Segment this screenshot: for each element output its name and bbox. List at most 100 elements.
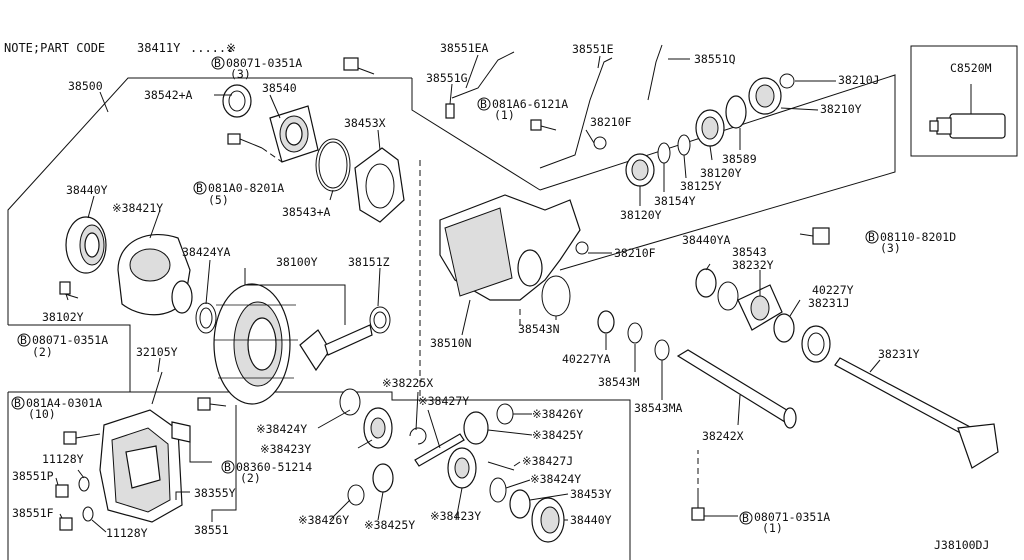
label-38540: 38540	[262, 81, 297, 95]
bolt-08071-bottom-icon	[691, 494, 705, 521]
washer-38426Y-a-icon	[496, 403, 514, 425]
svg-text:B: B	[480, 97, 487, 111]
shim-38151Z-icon	[369, 306, 391, 334]
label-qty-10: (10)	[28, 407, 56, 421]
washer-38154Y-icon	[657, 142, 671, 164]
spacer-38125Y-icon	[677, 134, 691, 156]
svg-text:B: B	[214, 56, 221, 70]
plug-38551F-icon	[59, 517, 73, 531]
label-38210J: 38210J	[838, 73, 880, 87]
label-qty-1-mid: (1)	[494, 108, 515, 122]
label-38440Y-left: 38440Y	[66, 183, 108, 197]
label-38551E: 38551E	[572, 42, 614, 56]
label-38102Y: 38102Y	[42, 310, 84, 324]
svg-text:B: B	[868, 230, 875, 244]
b-marker-081A4: B	[11, 396, 25, 410]
breather-38551EA-icon	[451, 51, 515, 99]
label-38453X: 38453X	[344, 116, 386, 130]
label-qty-2-left: (2)	[32, 345, 53, 359]
b-marker-081A6: B	[477, 97, 491, 111]
bearing-38440Y-bottom-icon	[531, 497, 565, 543]
oring-38543N-icon	[541, 275, 571, 317]
gasket-11128Y-a-icon	[78, 476, 90, 492]
bolt-08110-icon	[799, 227, 830, 245]
label-38543MA: 38543MA	[634, 401, 683, 415]
label-38551F: 38551F	[12, 506, 54, 520]
diff-case-38421Y-icon	[117, 234, 193, 316]
label-38543A: 38543+A	[282, 205, 331, 219]
retainer-38540-icon	[269, 105, 319, 163]
label-40227YA: 40227YA	[562, 352, 611, 366]
label-38440Y-bottom: 38440Y	[570, 513, 612, 527]
label-qty-1-bottom: (1)	[762, 521, 783, 535]
label-38427Y: ※38427Y	[418, 394, 469, 408]
bolt-081A0-icon	[227, 133, 283, 163]
label-38543N: 38543N	[518, 322, 560, 336]
drive-pinion-icon	[299, 324, 373, 372]
b-marker-08071-bottom: B	[739, 511, 753, 525]
label-38424Y-a: ※38424Y	[256, 422, 307, 436]
label-qty-3-top: (3)	[230, 67, 251, 81]
label-08071-0351A-top: 08071-0351A	[226, 56, 302, 70]
label-38551G: 38551G	[426, 71, 468, 85]
pin-38427J-icon	[487, 461, 515, 471]
svg-text:B: B	[742, 511, 749, 525]
svg-text:B: B	[20, 333, 27, 347]
label-38425Y-b: ※38425Y	[364, 518, 415, 532]
pinion-gear-38425Y-a-icon	[463, 411, 489, 445]
label-38510N: 38510N	[430, 336, 472, 350]
tube-38242X-icon	[676, 349, 797, 429]
label-38100Y: 38100Y	[276, 255, 318, 269]
sealant-tube-icon	[929, 84, 1006, 139]
washer-38210F-mid-icon	[575, 241, 589, 255]
washer-38424Y-a-icon	[339, 388, 361, 416]
plug-38551P-icon	[55, 484, 69, 498]
label-11128Y-a: 11128Y	[42, 452, 84, 466]
label-38120Y-b: 38120Y	[620, 208, 662, 222]
label-38242X: 38242X	[702, 429, 744, 443]
bearing-38440YA-icon	[695, 268, 717, 298]
label-081A4-0301A: 081A4-0301A	[26, 396, 102, 410]
label-081A6-6121A: 081A6-6121A	[492, 97, 568, 111]
label-38423Y-a: ※38423Y	[260, 442, 311, 456]
bolt-081A4-icon	[63, 431, 101, 445]
leader-lines	[55, 54, 881, 533]
bearing-38440Y-left-icon	[65, 216, 107, 274]
label-38543: 38543	[732, 245, 767, 259]
note-mark: ※	[226, 41, 236, 55]
side-gear-38423Y-a-icon	[363, 407, 393, 449]
flange-38210Y-icon	[748, 77, 782, 115]
stud-32105Y-icon	[151, 371, 163, 405]
label-38421Y: ※38421Y	[112, 201, 163, 215]
shaft-38231Y-icon	[834, 357, 999, 469]
label-38426Y-a: ※38426Y	[532, 407, 583, 421]
label-32105Y: 32105Y	[136, 345, 178, 359]
part-labels: 38500 08071-0351A (3) 38542+A 38540 3845…	[12, 41, 989, 552]
svg-text:B: B	[196, 181, 203, 195]
rear-cover-38355Y-icon	[99, 409, 183, 523]
b-marker-081A0: B	[193, 181, 207, 195]
inset-label: C8520M	[950, 61, 992, 75]
bolt-081A6-icon	[530, 119, 557, 131]
bracket-icon	[171, 421, 191, 443]
label-38425Y-a: ※38425Y	[532, 428, 583, 442]
washer-38426Y-b-icon	[347, 484, 365, 506]
label-38424Y-b: ※38424Y	[530, 472, 581, 486]
pinion-shaft-38427Y-icon	[414, 433, 465, 467]
label-38154Y: 38154Y	[654, 194, 696, 208]
housing-38510N-icon	[439, 194, 581, 301]
b-marker-08360: B	[221, 460, 235, 474]
seal-38453Y-icon	[509, 489, 531, 519]
label-38453Y: 38453Y	[570, 487, 612, 501]
label-38426Y-b: ※38426Y	[298, 513, 349, 527]
label-qty-3-right: (3)	[880, 241, 901, 255]
seal-40227YA-icon	[597, 310, 615, 334]
label-38551EA: 38551EA	[440, 41, 489, 55]
hose-38551Q-icon	[647, 44, 663, 101]
seal-38589-icon	[725, 95, 747, 129]
b-marker-08071-left: B	[17, 333, 31, 347]
label-38427J: ※38427J	[522, 454, 573, 468]
b-marker-08071-top: B	[211, 56, 225, 70]
bolt-markers: B B B B B B B B	[11, 56, 879, 525]
